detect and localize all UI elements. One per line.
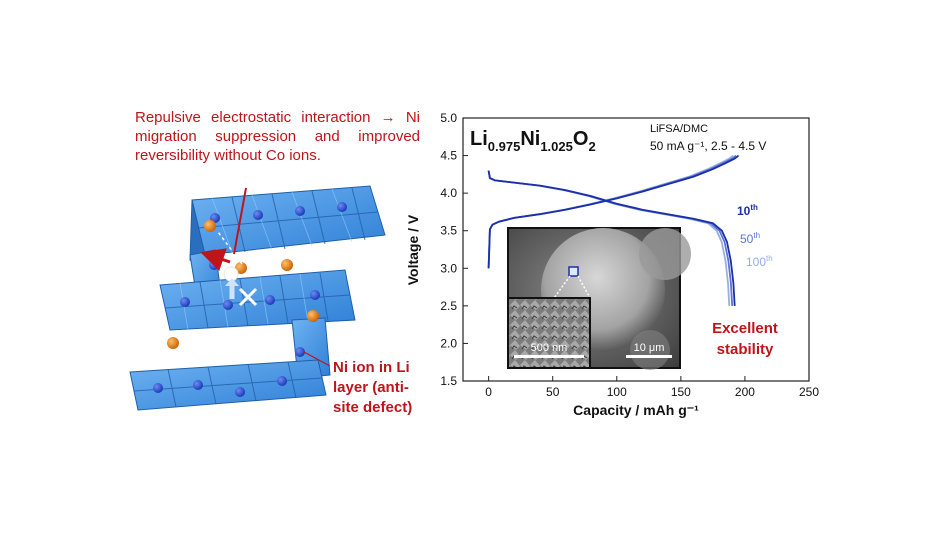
migration-markers <box>200 187 331 367</box>
x-tick-label: 250 <box>799 385 819 399</box>
y-tick-label: 3.5 <box>440 224 457 238</box>
li-atoms <box>167 220 319 349</box>
y-tick-label: 4.5 <box>440 149 457 163</box>
cycle-label-50: 50th <box>740 231 760 246</box>
axis-ticks <box>463 117 810 382</box>
y-tick-label: 2.5 <box>440 299 457 313</box>
y-tick-label: 5.0 <box>440 111 457 125</box>
x-tick-label: 100 <box>607 385 627 399</box>
x-tick-label: 0 <box>485 385 492 399</box>
y-tick-label: 3.0 <box>440 261 457 275</box>
ni-ion-defect-note: Ni ion in Li layer (anti-site defect) <box>333 359 413 416</box>
x-axis-label: Capacity / mAh g⁻¹ <box>573 402 699 418</box>
y-tick-labels: 1.5 2.0 2.5 3.0 3.5 4.0 4.5 5.0 <box>440 111 457 388</box>
series-10th-discharge-curve <box>487 170 736 306</box>
excellent-stability-note: Excellent stability <box>712 320 778 358</box>
chart-title: Li0.975Ni1.025O2 <box>470 128 596 154</box>
y-tick-label: 1.5 <box>440 374 457 388</box>
cycle-label-100: 100th <box>746 254 773 269</box>
electrolyte-label: LiFSA/DMC <box>650 123 708 135</box>
x-tick-label: 50 <box>546 385 560 399</box>
scale-bar-large: 10 μm <box>634 342 665 354</box>
cycle-label-10: 10th <box>737 203 758 218</box>
sem-inset: 500 nm 10 μm <box>507 227 691 370</box>
repulsive-interaction-note: Repulsive electrostatic interaction → Ni… <box>135 109 420 164</box>
series-curves <box>487 154 740 306</box>
bottom-layer-octahedra <box>129 359 327 411</box>
middle-layer-octahedra <box>159 269 356 331</box>
cycle-labels: 10th 50th 100th <box>737 203 773 269</box>
test-conditions-label: 50 mA g⁻¹, 2.5 - 4.5 V <box>650 139 766 153</box>
series-10th-charge-curve <box>487 154 740 269</box>
x-tick-labels: 0 50 100 150 200 250 <box>485 385 819 399</box>
scale-bar-small: 500 nm <box>531 342 568 354</box>
y-tick-label: 2.0 <box>440 336 457 350</box>
plot-frame <box>462 117 810 382</box>
y-tick-label: 4.0 <box>440 186 457 200</box>
x-tick-label: 200 <box>735 385 755 399</box>
y-axis-label: Voltage / V <box>405 214 421 285</box>
x-tick-label: 150 <box>671 385 691 399</box>
blocked-cross-icon <box>238 287 258 307</box>
